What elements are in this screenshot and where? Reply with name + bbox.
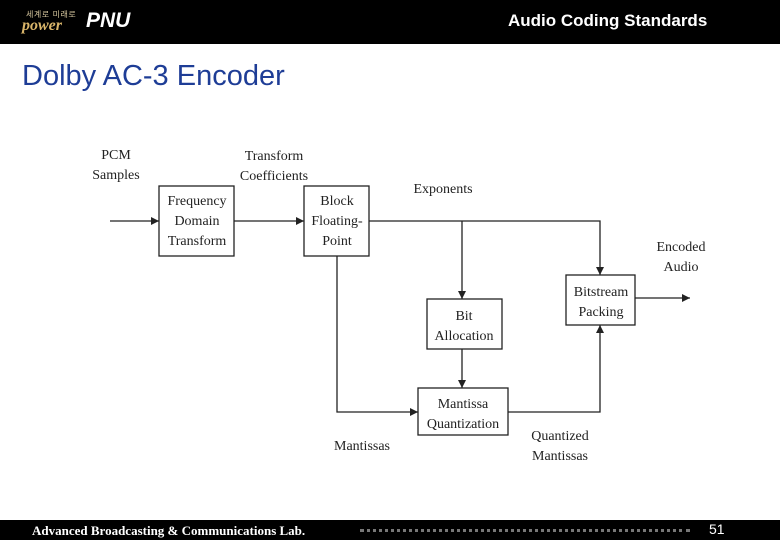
brand-pnu-logo: PNU — [86, 9, 131, 32]
label-encoded-audio-line1: Encoded — [657, 240, 706, 255]
footer-bar: Advanced Broadcasting & Communications L… — [0, 520, 780, 540]
brand-tagline: 세계로 미래로 — [26, 10, 77, 19]
label-encoded-audio-line2: Audio — [664, 260, 699, 275]
fdt-label-line1: Frequency — [167, 194, 226, 209]
bitstream-packing-block — [565, 274, 636, 326]
page-number: 51 — [709, 521, 725, 537]
label-quantized-mantissas-line1: Quantized — [531, 429, 589, 444]
arrow-quantized-to-bitstream — [508, 325, 604, 413]
bit-allocation-label-line1: Bit — [455, 309, 472, 324]
header-title: Audio Coding Standards — [508, 11, 708, 30]
brand-power-logo: power — [22, 17, 62, 34]
mantissa-quantization-label-line2: Quantization — [427, 417, 499, 432]
bitstream-label-line2: Packing — [578, 305, 623, 320]
fdt-label-line3: Transform — [168, 234, 227, 249]
label-mantissas: Mantissas — [334, 439, 390, 454]
bit-allocation-label-line2: Allocation — [434, 329, 493, 344]
bit-allocation-block — [426, 298, 503, 350]
label-pcm-line1: PCM — [101, 148, 131, 163]
bfp-label-line3: Point — [322, 234, 352, 249]
bitstream-label-line1: Bitstream — [574, 285, 629, 300]
arrow-exponents-to-bitstream — [369, 220, 604, 275]
bfp-label-line1: Block — [320, 194, 353, 209]
header-bar: 세계로 미래로 power PNU Audio Coding Standards — [0, 0, 780, 44]
fdt-label-line2: Domain — [174, 214, 219, 229]
mantissa-quantization-block — [417, 387, 509, 436]
block-floating-point-block — [303, 185, 370, 257]
arrow-mantissas-to-quantization — [336, 256, 418, 416]
label-transform-coefficients-line1: Transform — [245, 149, 304, 164]
slide-title: Dolby AC-3 Encoder — [22, 60, 285, 92]
footer-divider — [360, 529, 690, 532]
label-transform-coefficients-line2: Coefficients — [240, 169, 308, 184]
label-exponents: Exponents — [413, 182, 472, 197]
bfp-label-line2: Floating- — [311, 214, 363, 229]
label-pcm-line2: Samples — [92, 168, 139, 183]
mantissa-quantization-label-line1: Mantissa — [438, 397, 489, 412]
label-quantized-mantissas-line2: Mantissas — [532, 449, 588, 464]
footer-lab-name: Advanced Broadcasting & Communications L… — [32, 523, 306, 538]
frequency-domain-transform-block — [158, 185, 235, 257]
